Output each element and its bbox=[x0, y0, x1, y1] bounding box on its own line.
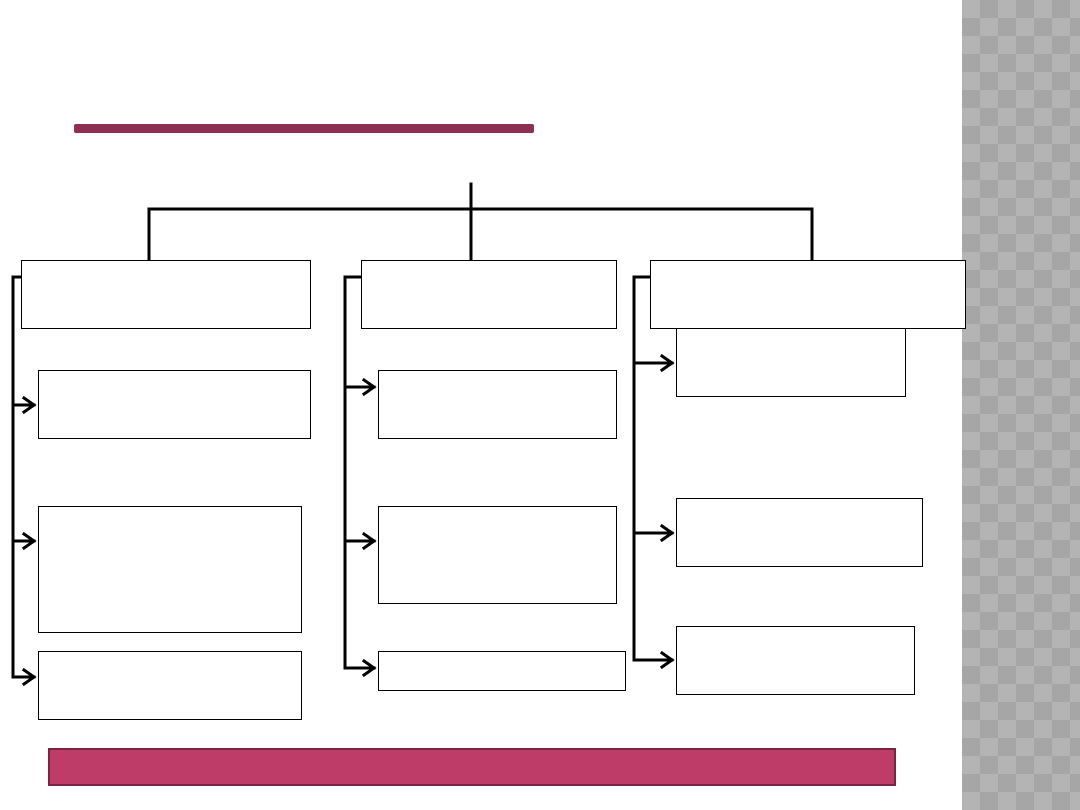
column-1-child-3-box bbox=[38, 651, 302, 720]
footer-bar bbox=[48, 748, 896, 786]
column-3-child-1-box bbox=[676, 328, 906, 397]
diagram-root-label bbox=[400, 160, 540, 180]
column-1-header-box bbox=[21, 260, 311, 329]
connector-lines bbox=[11, 182, 814, 687]
column-2-child-1-box bbox=[378, 370, 617, 439]
column-2-header-box bbox=[361, 260, 617, 329]
column-2-child-2-box bbox=[378, 506, 617, 604]
column-3-header-box bbox=[650, 260, 966, 329]
column-3-child-2-box bbox=[676, 498, 923, 567]
decorative-sidebar bbox=[962, 0, 1080, 810]
column-1-child-1-box bbox=[38, 370, 311, 439]
title-underline bbox=[74, 124, 534, 133]
column-3-child-3-box bbox=[676, 626, 915, 695]
column-1-child-2-box bbox=[38, 506, 302, 633]
column-2-child-3-box bbox=[378, 651, 626, 691]
